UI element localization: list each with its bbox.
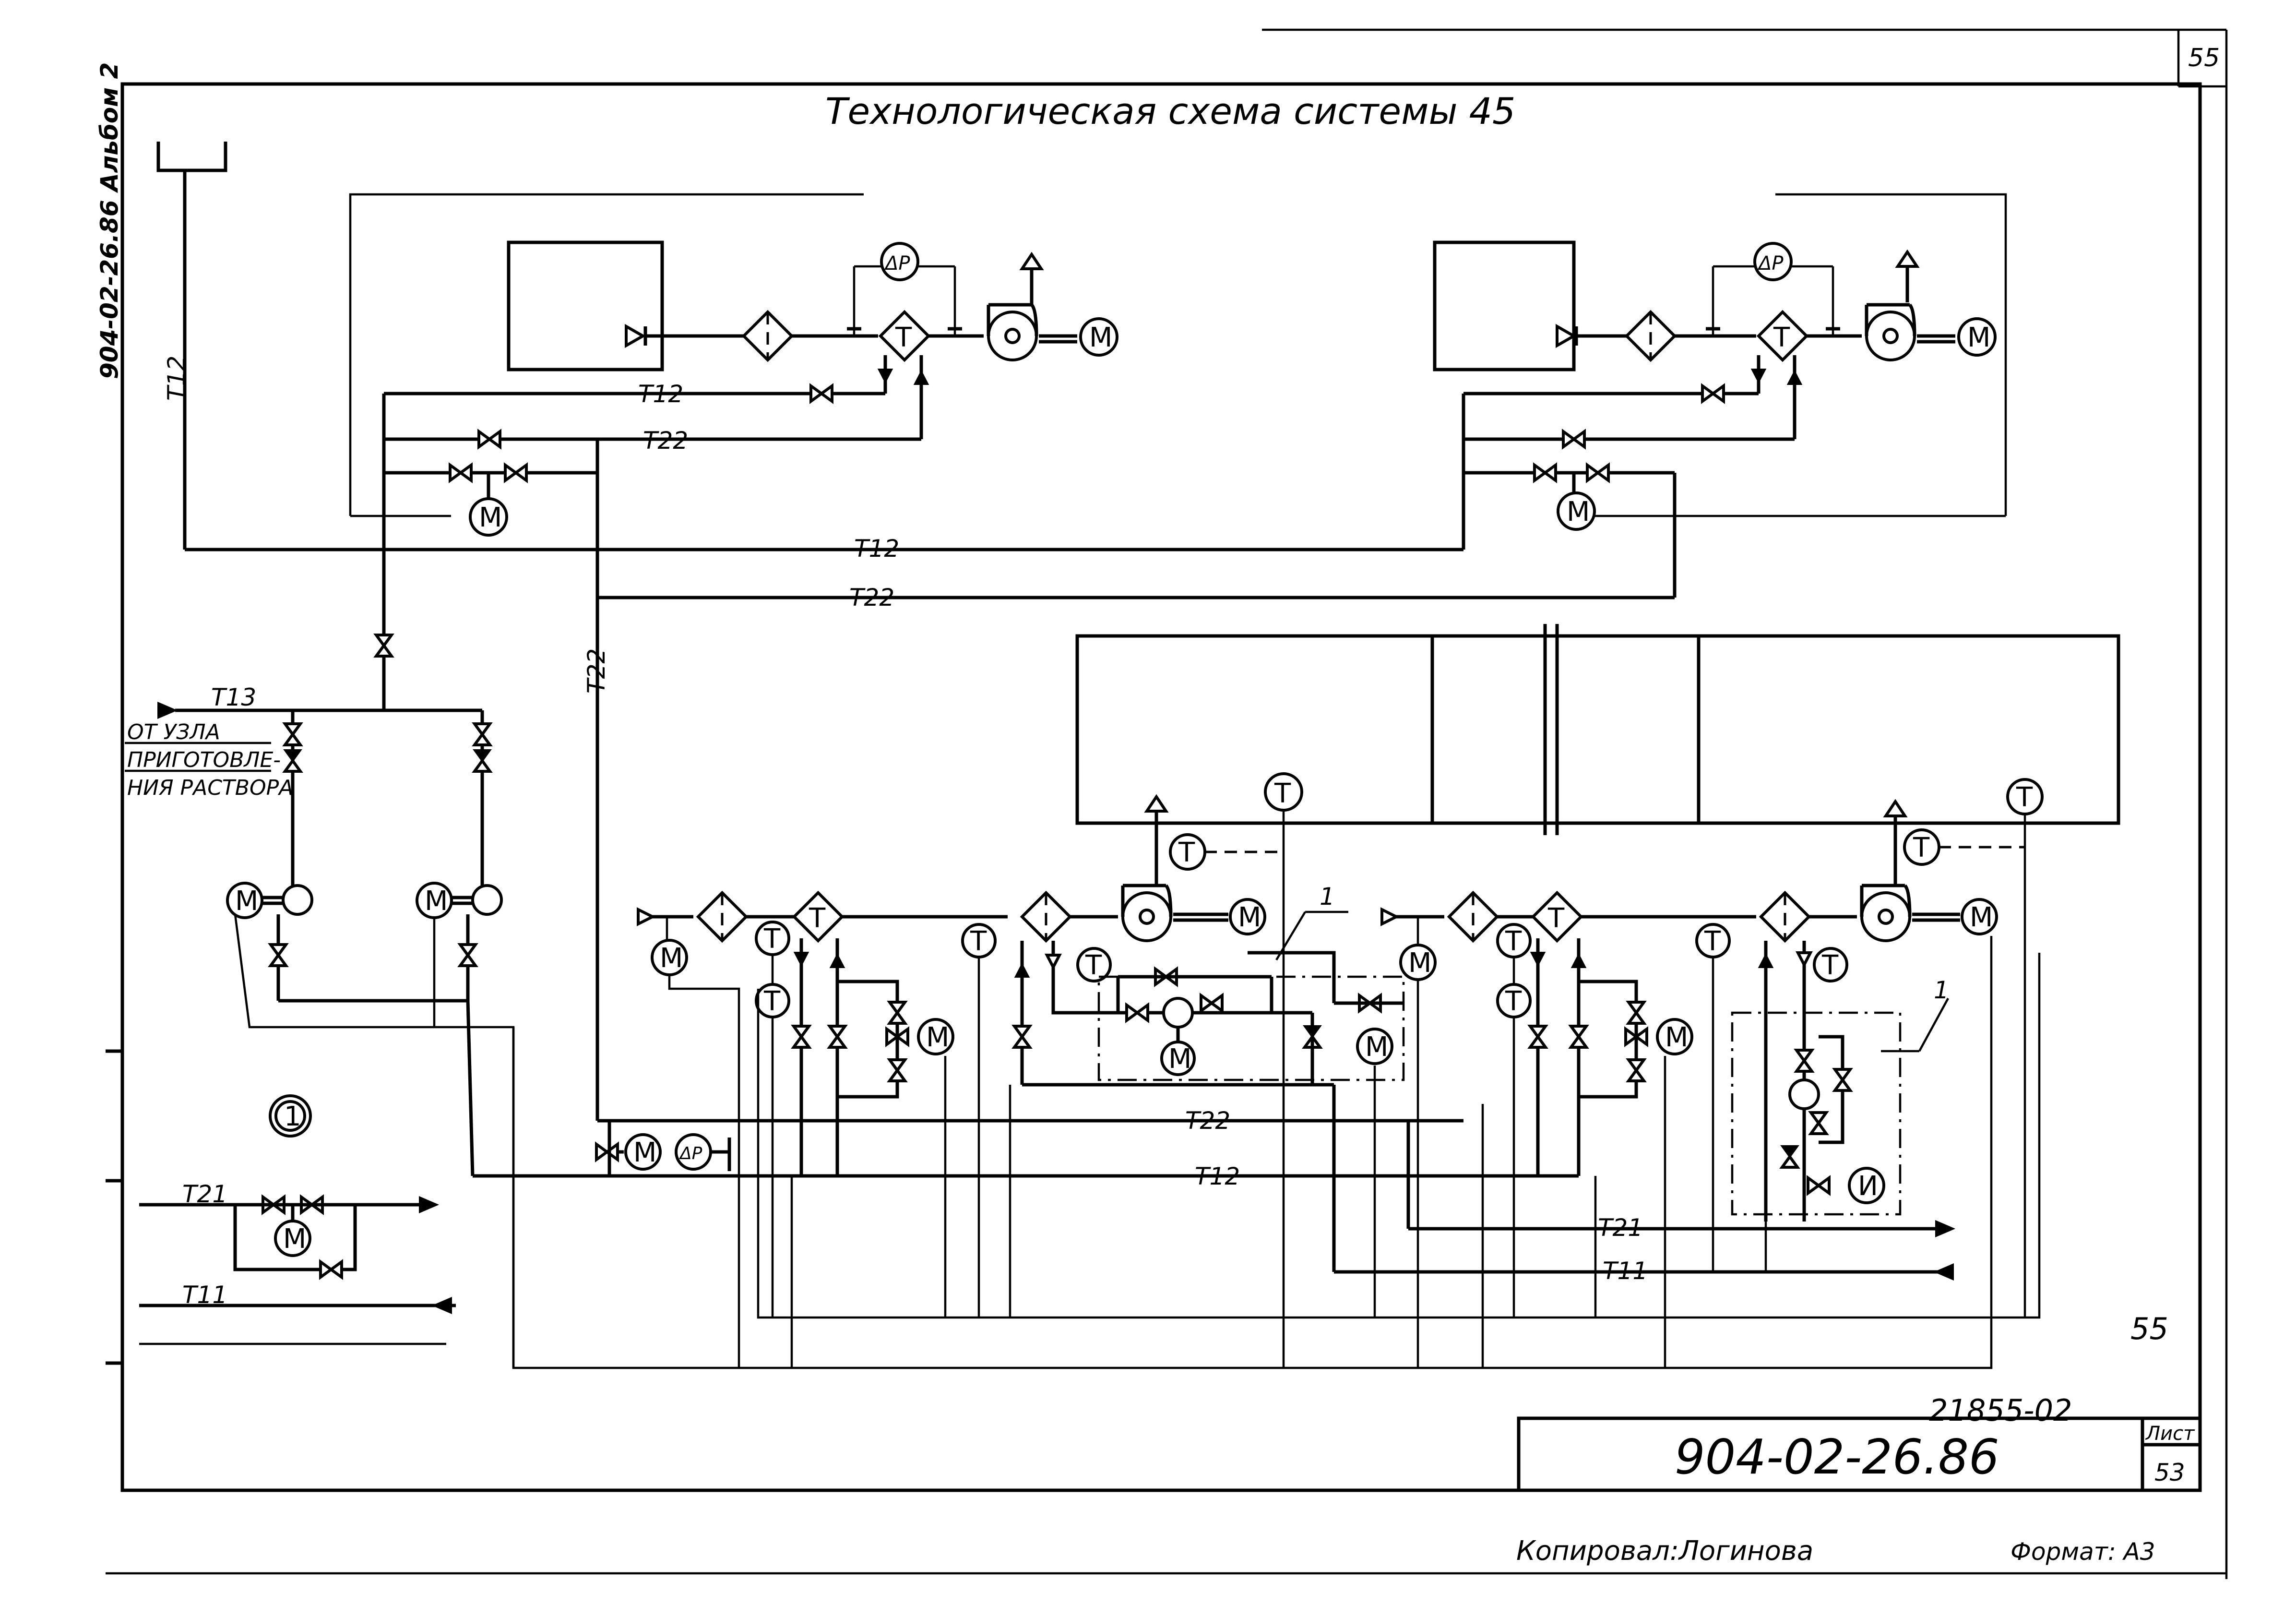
- svg-text:M: M: [1365, 1031, 1388, 1063]
- detail-group-1: [1097, 975, 1405, 1081]
- archive-number: 21855-02: [1929, 1393, 2072, 1428]
- title-block: [1517, 1416, 2202, 1492]
- svg-text:ПРИГОТОВЛЕ-: ПРИГОТОВЛЕ-: [127, 748, 281, 772]
- svg-text:T: T: [970, 926, 987, 957]
- svg-text:НИЯ РАСТВОРА: НИЯ РАСТВОРА: [127, 776, 293, 800]
- paper-format: Формат: А3: [2010, 1538, 2155, 1566]
- pump-icon: [471, 884, 503, 916]
- detail-group-2: [1731, 1011, 1902, 1216]
- svg-text:Т12: Т12: [854, 535, 899, 563]
- svg-text:1: 1: [1934, 976, 1949, 1004]
- svg-text:Т12: Т12: [1195, 1162, 1240, 1190]
- svg-text:T: T: [763, 986, 781, 1017]
- svg-text:T: T: [1821, 950, 1839, 981]
- svg-text:M: M: [1967, 322, 1990, 353]
- svg-text:Т11: Т11: [182, 1281, 227, 1309]
- chamber-block: [1075, 634, 2120, 825]
- drawing-frame: [120, 82, 2202, 1492]
- svg-text:Т22: Т22: [1185, 1107, 1230, 1135]
- svg-text:M: M: [1238, 902, 1261, 933]
- source-label: ОТ УЗЛА: [127, 720, 220, 744]
- svg-text:T: T: [1704, 926, 1721, 957]
- pipe-label-t12-upper: Т12: [638, 380, 683, 408]
- detail-reference: 1: [284, 1101, 301, 1132]
- svg-text:T: T: [1547, 903, 1565, 934]
- svg-text:T: T: [1274, 778, 1291, 809]
- document-designation: 904-02-26.86: [1675, 1429, 1999, 1485]
- copied-by: Копировал:Логинова: [1516, 1535, 1813, 1567]
- tank: [156, 142, 227, 172]
- svg-text:M: M: [1970, 902, 1993, 933]
- svg-text:Т21: Т21: [1598, 1214, 1643, 1242]
- album-designation: 904-02-26.86 Альбом 2: [95, 62, 123, 379]
- svg-text:Т13: Т13: [211, 683, 256, 711]
- svg-text:T: T: [2016, 782, 2033, 813]
- callout-label: 1: [1320, 883, 1335, 910]
- svg-text:T: T: [1773, 322, 1790, 353]
- svg-text:ΔP: ΔP: [1757, 252, 1784, 275]
- heater-label: T: [895, 322, 912, 353]
- pipe-label-t12: Т12: [163, 356, 190, 401]
- svg-text:T: T: [1505, 986, 1522, 1017]
- page-title: Технологическая схема системы 45: [825, 90, 1515, 132]
- svg-text:Т22: Т22: [583, 648, 610, 694]
- svg-text:M: M: [1408, 947, 1431, 979]
- svg-text:И: И: [1858, 1171, 1878, 1202]
- svg-text:T: T: [1913, 832, 1930, 863]
- svg-text:M: M: [235, 886, 258, 917]
- dp-gauge-icon: [880, 242, 919, 281]
- svg-text:T: T: [1178, 837, 1195, 868]
- motor-icon: [469, 497, 508, 537]
- damper-icon: [625, 323, 646, 348]
- svg-text:M: M: [660, 943, 683, 974]
- supply-unit-box: [507, 240, 664, 371]
- svg-text:M: M: [926, 1022, 949, 1053]
- svg-text:ΔP: ΔP: [678, 1144, 702, 1163]
- svg-text:Т11: Т11: [1603, 1257, 1648, 1285]
- sheet-value: 53: [2154, 1459, 2185, 1486]
- svg-text:Т21: Т21: [182, 1180, 227, 1208]
- sheet-number: 55: [2188, 44, 2220, 72]
- svg-text:M: M: [633, 1137, 656, 1168]
- svg-text:Т22: Т22: [849, 584, 894, 611]
- svg-text:M: M: [1567, 496, 1590, 527]
- svg-text:T: T: [763, 923, 781, 955]
- svg-text:M: M: [1168, 1043, 1191, 1075]
- svg-text:M: M: [425, 886, 448, 917]
- svg-text:M: M: [283, 1223, 306, 1255]
- svg-text:M: M: [1665, 1022, 1688, 1053]
- sheet-label: Лист: [2145, 1423, 2195, 1445]
- svg-text:ΔP: ΔP: [884, 252, 910, 275]
- page-mark: 55: [2130, 1311, 2168, 1346]
- svg-text:Т22: Т22: [643, 427, 688, 455]
- svg-text:T: T: [1505, 926, 1522, 957]
- svg-text:M: M: [1089, 322, 1112, 353]
- svg-text:T: T: [809, 903, 826, 934]
- svg-text:M: M: [479, 502, 502, 533]
- pump-icon: [282, 884, 313, 916]
- motor-icon: [1079, 317, 1118, 357]
- arrow-icon: [1019, 252, 1044, 270]
